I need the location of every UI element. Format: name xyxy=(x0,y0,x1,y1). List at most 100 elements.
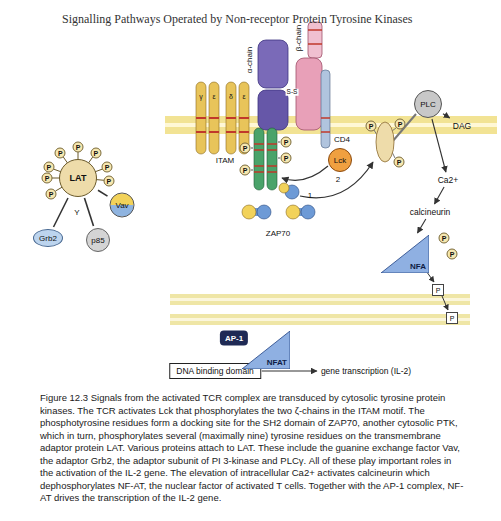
connector xyxy=(443,114,450,118)
connector xyxy=(262,370,317,371)
connector xyxy=(418,219,426,233)
cd4-rod-part xyxy=(321,118,330,132)
node-text: DNA binding domain xyxy=(176,366,254,376)
phosphate-mark: P xyxy=(446,312,458,324)
chain-letter: γ xyxy=(199,93,203,100)
phosphate-mark: P xyxy=(73,142,84,153)
zeta-chains-part xyxy=(251,142,280,170)
node-text: p85 xyxy=(91,236,104,245)
phosphate-mark: P xyxy=(102,162,113,173)
activation-arrows xyxy=(282,162,373,198)
zap70-name: ZAP70 xyxy=(266,230,290,238)
figure-caption: Figure 12.3 Signals from the activated T… xyxy=(40,392,465,505)
cd4-name: CD4 xyxy=(334,136,350,144)
beta-chain-part xyxy=(296,58,322,130)
chain-letter: ε xyxy=(242,93,245,100)
node-text: Lck xyxy=(334,156,346,165)
node-text: Vav xyxy=(115,201,128,210)
node-text: LAT xyxy=(70,173,87,183)
phosphate-mark: P xyxy=(46,188,57,199)
p85-subunit: p85 xyxy=(86,228,110,252)
grb2-adaptor: Grb2 xyxy=(33,229,63,247)
phosphate-mark: P xyxy=(42,173,53,184)
vav-factor: Vav xyxy=(110,193,135,218)
zap70-free-part xyxy=(286,205,300,219)
phosphate-mark: P xyxy=(43,162,54,173)
nfat-triangle: NFAT xyxy=(242,331,290,369)
chain-name: α-chain xyxy=(246,47,254,73)
zap70-free-part xyxy=(301,205,315,219)
ap1-complex: AP-1 xyxy=(220,331,248,346)
phosphate-mark: P xyxy=(281,153,292,164)
zap70-free-part xyxy=(257,205,271,219)
zeta-chains xyxy=(251,128,280,190)
triangle-outline xyxy=(242,331,290,369)
plc-enzyme: PLC xyxy=(414,90,442,118)
membrane-adaptor xyxy=(374,114,416,162)
zeta-chains-part xyxy=(254,128,264,190)
zeta-chains-part xyxy=(254,144,277,172)
alpha-chain-part xyxy=(258,40,288,88)
nuclear-membrane-part xyxy=(170,318,470,321)
phosphate-mark: P xyxy=(394,157,405,168)
zap70-free xyxy=(242,205,315,219)
node-text: DAG xyxy=(453,121,471,131)
nuclear-membrane xyxy=(170,294,470,325)
connector xyxy=(54,198,69,227)
connector xyxy=(84,198,93,226)
nuclear-membrane-part xyxy=(170,298,470,301)
phosphate-mark: P xyxy=(447,249,458,260)
connector xyxy=(432,119,446,172)
beta-chain xyxy=(296,22,322,130)
cd4-rod-part xyxy=(321,70,330,148)
chain-letter: δ xyxy=(229,93,233,100)
phosphate-mark: P xyxy=(240,165,251,176)
phosphate-mark: P xyxy=(90,147,101,158)
calcineurin-label: calcineurin xyxy=(408,206,453,218)
cd4-rod xyxy=(321,70,330,148)
chain-letter: ε xyxy=(212,93,215,100)
nuclear-membrane-part xyxy=(170,314,470,325)
node-text: calcineurin xyxy=(410,207,451,217)
zap70-bound xyxy=(279,183,299,199)
phosphate-mark: P xyxy=(366,121,377,132)
tyrosine-mark: Y xyxy=(74,209,79,217)
itam-name: ITAM xyxy=(216,157,235,165)
step-number: 1 xyxy=(308,192,312,200)
calcium-label: Ca2+ xyxy=(436,174,461,186)
node-text: AP-1 xyxy=(225,334,243,343)
alpha-chain xyxy=(258,40,288,130)
beta-chain-part xyxy=(308,22,322,58)
activation-arrows-part xyxy=(282,166,328,180)
phosphate-mark: P xyxy=(55,147,66,158)
chain-name: β-chain xyxy=(295,25,303,51)
phosphate-mark: P xyxy=(281,137,292,148)
phosphate-mark: P xyxy=(432,284,444,296)
alpha-chain-part xyxy=(258,90,288,130)
gene-transcription-label: gene transcription (IL-2) xyxy=(319,365,413,377)
node-text: Ca2+ xyxy=(438,175,459,185)
phosphate-mark: P xyxy=(240,143,251,154)
node-text: gene transcription (IL-2) xyxy=(321,366,411,376)
triangle-outline xyxy=(381,235,429,273)
nfat-triangle: NFA xyxy=(381,235,429,273)
node-text: NFAT xyxy=(267,358,287,367)
lck-kinase: Lck xyxy=(328,148,352,172)
phosphate-mark: P xyxy=(395,119,406,130)
node-text: NFA xyxy=(410,262,426,271)
connector xyxy=(98,190,108,196)
dag-label: DAG xyxy=(451,120,473,132)
membrane-adaptor-part xyxy=(392,114,416,142)
cd3-chains-part xyxy=(196,118,249,132)
node-text: PLC xyxy=(420,100,436,109)
beta-chain-part xyxy=(308,30,322,44)
membrane-adaptor-part xyxy=(376,122,394,162)
nfat-release-arrows-part xyxy=(442,296,448,310)
page-title: Signalling Pathways Operated by Non-rece… xyxy=(62,12,413,27)
zeta-chains-part xyxy=(267,128,277,190)
step-number: 2 xyxy=(336,176,340,184)
nfat-release-arrows xyxy=(424,268,448,310)
node-text: Grb2 xyxy=(39,234,57,243)
phosphate-mark: P xyxy=(103,175,114,186)
lat-protein: LAT xyxy=(59,159,97,197)
